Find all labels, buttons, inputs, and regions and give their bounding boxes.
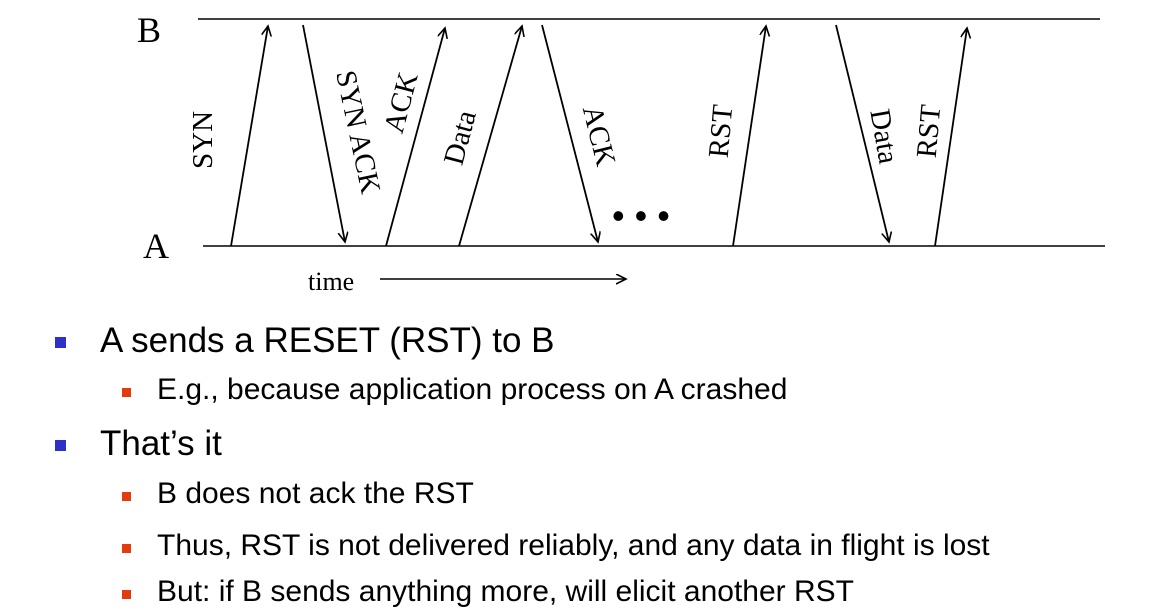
- arrow-rst-2: [934, 28, 967, 247]
- label-syn-ack: SYN ACK: [329, 68, 386, 197]
- arrow-rst-1: [732, 26, 766, 247]
- bullet-main-1: A sends a RESET (RST) to B: [100, 321, 555, 360]
- ellipsis-dots: • • •: [612, 195, 670, 236]
- bullet-square-icon: [55, 440, 66, 451]
- bullet-sub-2-3: But: if B sends anything more, will elic…: [157, 575, 854, 608]
- label-rst-2: RST: [911, 103, 948, 159]
- bullet-sub-1-1: E.g., because application process on A c…: [157, 373, 788, 406]
- arrow-syn-ack: [302, 24, 345, 242]
- bullet-square-icon: [122, 492, 131, 501]
- arrow-ack-1: [385, 28, 445, 247]
- time-label: time: [308, 267, 354, 296]
- label-syn: SYN: [187, 111, 219, 169]
- bullet-square-icon: [122, 388, 131, 397]
- host-a-label: A: [143, 226, 169, 266]
- bullet-square-icon: [122, 590, 131, 599]
- bullet-square-icon: [55, 337, 66, 348]
- bullet-sub-2-1: B does not ack the RST: [157, 477, 474, 510]
- label-data-1: Data: [438, 107, 483, 168]
- arrow-data-2: [835, 24, 889, 242]
- arrow-ack-2: [541, 24, 598, 242]
- label-ack-2: ACK: [576, 102, 622, 169]
- host-b-label: B: [137, 10, 161, 50]
- arrow-data-1: [458, 26, 522, 247]
- label-data-2: Data: [863, 107, 904, 167]
- label-rst-1: RST: [703, 103, 740, 159]
- tcp-reset-timeline-diagram: B A SYN SYN ACK ACK Data ACK RST Data RS…: [137, 10, 1105, 296]
- bullet-square-icon: [122, 544, 131, 553]
- arrow-syn: [230, 26, 268, 247]
- bullet-main-2: That’s it: [100, 424, 222, 463]
- bullet-sub-2-2: Thus, RST is not delivered reliably, and…: [157, 529, 990, 562]
